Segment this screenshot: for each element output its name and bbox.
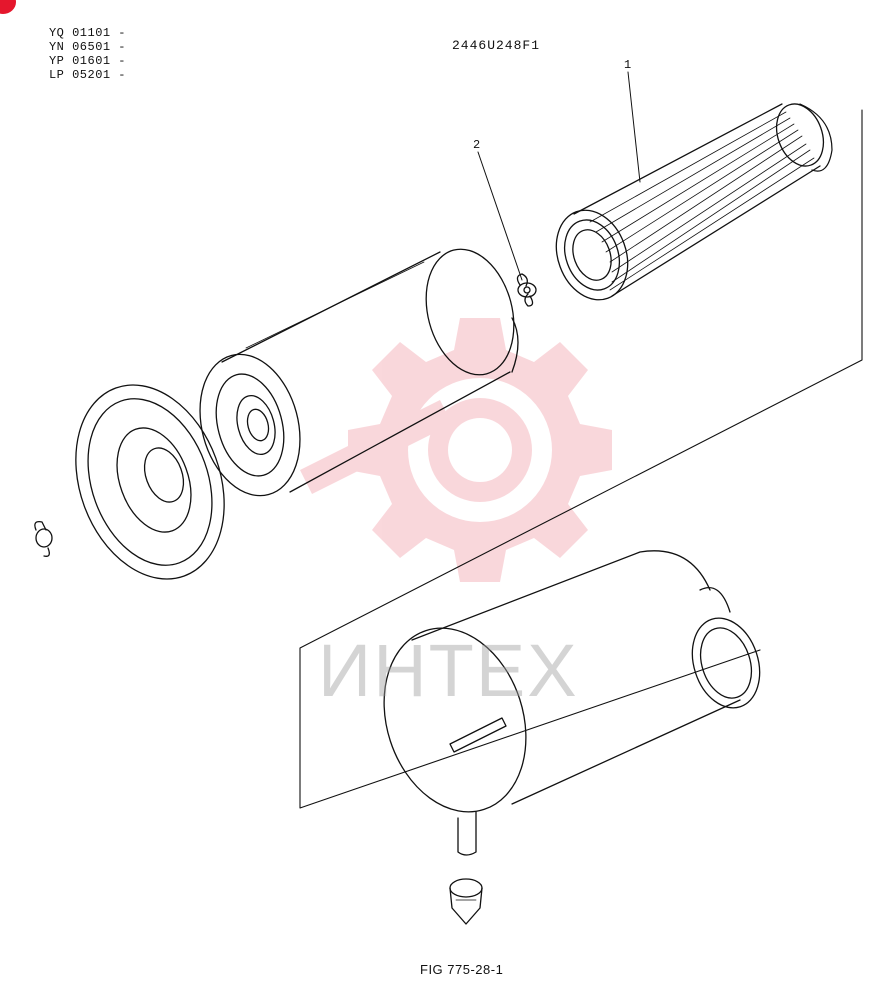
serial-range: YP 01601 - xyxy=(48,54,126,68)
serial-range: LP 05201 - xyxy=(48,68,126,82)
part-code: 2446U248F1 xyxy=(452,38,541,53)
watermark-gear-icon xyxy=(300,318,612,582)
evacuator-valve xyxy=(449,878,483,925)
mounting-plate-outline xyxy=(299,109,863,809)
cover-lid xyxy=(75,384,225,580)
serial-range-list: YQ 01101 - YN 06501 - YP 01601 - LP 0520… xyxy=(46,26,126,82)
figure-label: FIG 775-28-1 xyxy=(420,962,504,977)
watermark-text: ИНТЕХ xyxy=(318,629,579,712)
filter-element xyxy=(555,103,833,301)
callout-1: 1 xyxy=(624,58,632,72)
serial-range: YQ 01101 - xyxy=(48,26,126,40)
leader-line-2 xyxy=(477,151,523,281)
corner-badge xyxy=(0,0,16,14)
wing-nut-small xyxy=(34,521,53,557)
filter-canister xyxy=(199,248,519,497)
housing-body xyxy=(383,550,761,856)
wing-nut xyxy=(516,273,537,307)
callout-2: 2 xyxy=(473,138,481,152)
leader-line-1 xyxy=(627,71,641,183)
serial-range: YN 06501 - xyxy=(48,40,126,54)
